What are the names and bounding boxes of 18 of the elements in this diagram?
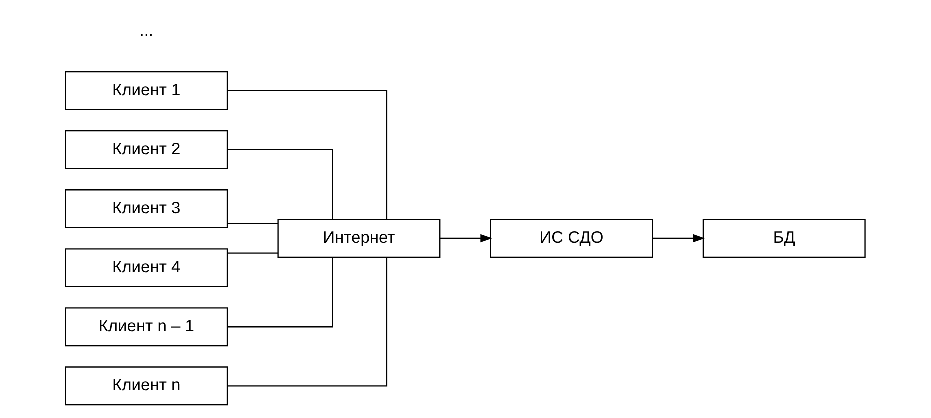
node-box: Клиент n: [65, 366, 228, 406]
node-box: ИС СДО: [490, 219, 654, 258]
arrow: [652, 234, 706, 243]
node-box: Интернет: [278, 219, 441, 258]
connector: [228, 223, 278, 224]
label: ...: [140, 21, 154, 40]
node-box: БД: [702, 219, 866, 258]
connector: [228, 149, 334, 220]
arrow: [440, 234, 492, 243]
connector: [228, 258, 388, 387]
node-box: Клиент n – 1: [65, 308, 228, 347]
connector: [228, 90, 388, 220]
node-box: Клиент 2: [65, 130, 228, 170]
node-box: Клиент 4: [65, 248, 228, 288]
connector: [228, 258, 334, 328]
node-box: Клиент 1: [65, 71, 228, 110]
node-box: Клиент 3: [65, 190, 228, 228]
connector: [228, 252, 278, 254]
